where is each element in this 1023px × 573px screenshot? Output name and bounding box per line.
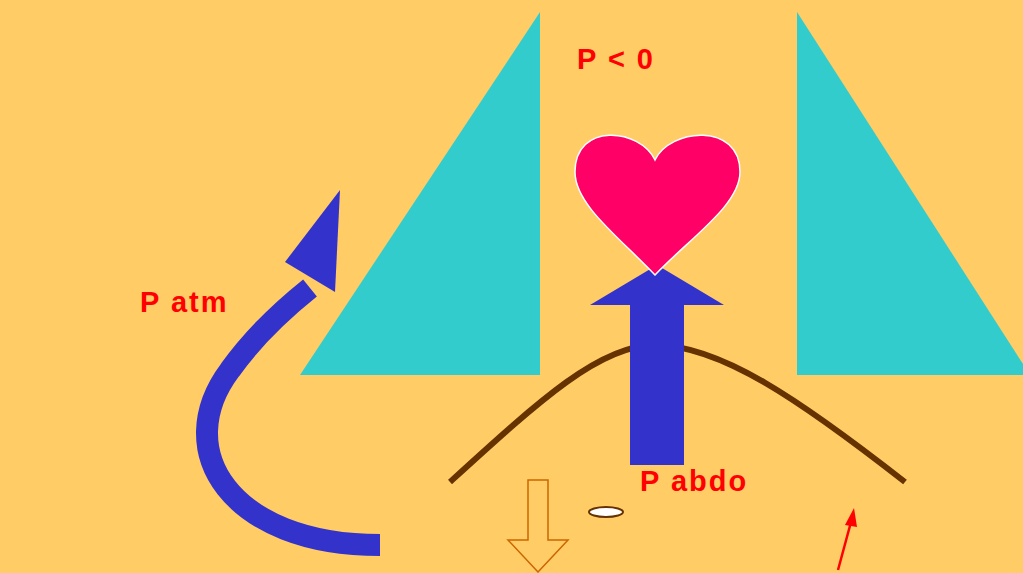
small-ellipse [589, 507, 623, 517]
downward-hollow-arrow [508, 480, 568, 572]
right-lung [797, 12, 1023, 375]
atmospheric-arrow-head [285, 190, 340, 292]
pressure-label: P abdo [640, 466, 748, 498]
heart [575, 135, 740, 275]
atmospheric-arrow [207, 288, 380, 545]
pressure-label: P atm [140, 287, 228, 319]
left-lung [300, 12, 540, 375]
leader-arrow [838, 522, 851, 570]
leader-arrow-head [845, 508, 857, 527]
upward-arrow [590, 265, 724, 465]
pressure-label: P < 0 [577, 44, 655, 76]
